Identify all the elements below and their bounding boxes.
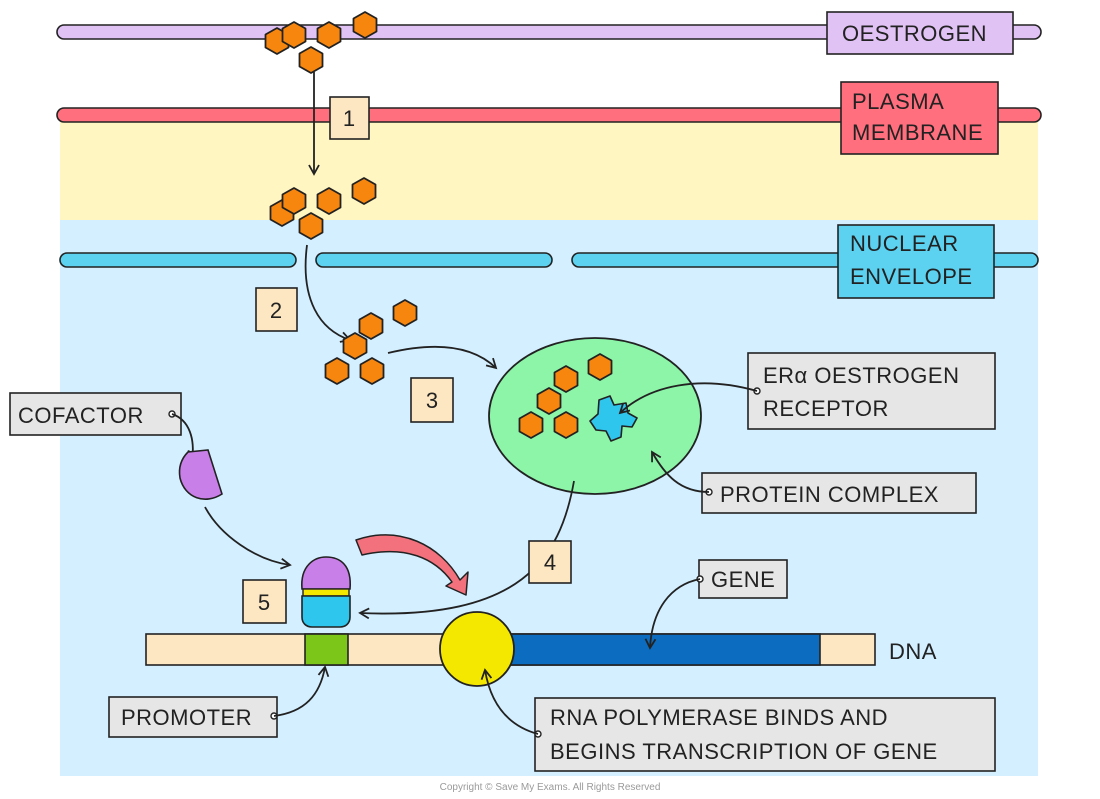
protein-complex-label: PROTEIN COMPLEX: [720, 482, 939, 507]
step-5-box: [242, 579, 287, 624]
gene-pointer: [644, 578, 701, 650]
er-receptor-label-line1: ERα OESTROGEN: [763, 363, 959, 388]
plasma-membrane-bar: [56, 107, 1042, 123]
nuclear-envelope-segment: [315, 252, 553, 268]
plasma-membrane-label-box: [840, 81, 999, 155]
cofactor-to-complex-arrow: [204, 506, 292, 570]
promoter-label: PROMOTER: [121, 705, 252, 730]
rna-polymerase-label-line2: BEGINS TRANSCRIPTION OF GENE: [550, 739, 938, 764]
plasma-membrane-label-line2: MEMBRANE: [852, 120, 983, 145]
step-1-box: [329, 96, 370, 140]
plasma-membrane-label-line1: PLASMA: [852, 89, 944, 114]
step-5-label: 5: [258, 590, 270, 615]
step-1-label: 1: [343, 106, 355, 131]
step-3-box: [410, 377, 454, 423]
nuclear-envelope-label-line2: ENVELOPE: [850, 264, 973, 289]
oestrogen-molecule: [269, 177, 377, 240]
gene-region: [509, 633, 821, 666]
gene-label: GENE: [711, 567, 775, 592]
rna-polymerase: [439, 611, 515, 687]
nuclear-envelope-label-line1: NUCLEAR: [850, 231, 959, 256]
linker-band: [302, 588, 350, 597]
protein-complex-pointer: [651, 450, 710, 493]
activation-arrow: [355, 534, 469, 596]
copyright-text: Copyright © Save My Exams. All Rights Re…: [440, 782, 661, 793]
step-3-label: 3: [426, 388, 438, 413]
oestrogen-molecule-bound: [518, 353, 613, 439]
arrow-step-3: [387, 345, 498, 370]
promoter-pointer: [273, 665, 330, 717]
oestrogen-label-box: [826, 11, 1014, 55]
dna-label: DNA: [889, 639, 937, 664]
step-4-label: 4: [544, 550, 556, 575]
er-receptor-tag: [747, 352, 996, 430]
promoter-tag: [108, 696, 278, 738]
cofactor: [178, 449, 223, 500]
protein-complex-tag: [701, 472, 977, 514]
arrow-step-2: [304, 244, 352, 343]
receptor-bound: [301, 595, 351, 628]
cofactor-bound: [301, 556, 351, 590]
cofactor-tag: [9, 392, 182, 436]
rna-polymerase-label-line1: RNA POLYMERASE BINDS AND: [550, 705, 888, 730]
nuclear-envelope-label-box: [837, 224, 995, 299]
oestrogen-label: OESTROGEN: [842, 21, 987, 46]
arrow-step-4: [358, 480, 575, 620]
oestrogen-molecule: [264, 11, 378, 74]
step-2-box: [255, 287, 298, 332]
nuclear-envelope-segment: [59, 252, 297, 268]
er-receptor-pointer: [618, 382, 758, 415]
cofactor-label: COFACTOR: [18, 403, 144, 428]
er-receptor-label-line2: RECEPTOR: [763, 396, 889, 421]
step-2-label: 2: [270, 298, 282, 323]
step-4-box: [528, 540, 572, 584]
oestrogen-molecule: [324, 299, 418, 385]
rna-polymerase-pointer: [480, 668, 539, 735]
promoter-region: [304, 633, 349, 666]
